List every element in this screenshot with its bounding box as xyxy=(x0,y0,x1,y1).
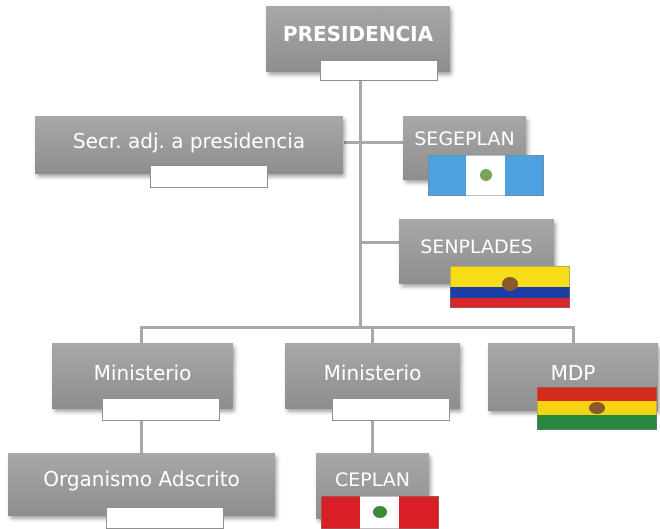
connector-secr-adj xyxy=(344,141,361,144)
bolivia-flag-icon xyxy=(537,387,657,430)
node-ministerio-center-label: Ministerio xyxy=(323,361,422,385)
connector-horizontal-bar xyxy=(140,326,575,329)
ministerio-center-name-field xyxy=(332,398,450,421)
presidencia-name-field xyxy=(320,60,438,81)
ministerio-left-name-field xyxy=(102,398,220,421)
node-presidencia-label: PRESIDENCIA xyxy=(282,22,434,46)
connector-organismo xyxy=(140,418,143,454)
node-senplades-label: SENPLADES xyxy=(420,236,533,258)
node-secr-adj: Secr. adj. a presidencia xyxy=(35,116,343,174)
organismo-name-field xyxy=(106,507,224,529)
node-mdp-label: MDP xyxy=(550,361,596,385)
connector-ministerio-center xyxy=(371,326,374,344)
secr-adj-name-field xyxy=(150,165,268,188)
connector-mdp xyxy=(572,326,575,344)
node-ministerio-left-label: Ministerio xyxy=(93,361,192,385)
node-organismo-label: Organismo Adscrito xyxy=(43,467,240,491)
guatemala-flag-icon xyxy=(428,155,544,196)
node-ceplan-label: CEPLAN xyxy=(335,469,410,491)
connector-trunk xyxy=(359,79,362,329)
ecuador-flag-icon xyxy=(450,266,570,308)
connector-segeplan xyxy=(360,141,404,144)
node-organismo: Organismo Adscrito xyxy=(8,453,275,516)
peru-flag-icon xyxy=(321,496,439,529)
node-secr-adj-label: Secr. adj. a presidencia xyxy=(72,129,306,153)
node-segeplan-label: SEGEPLAN xyxy=(414,128,515,150)
node-ministerio-center: Ministerio xyxy=(285,343,460,409)
connector-ceplan xyxy=(371,418,374,454)
connector-ministerio-left xyxy=(140,326,143,344)
connector-senplades xyxy=(360,241,400,244)
